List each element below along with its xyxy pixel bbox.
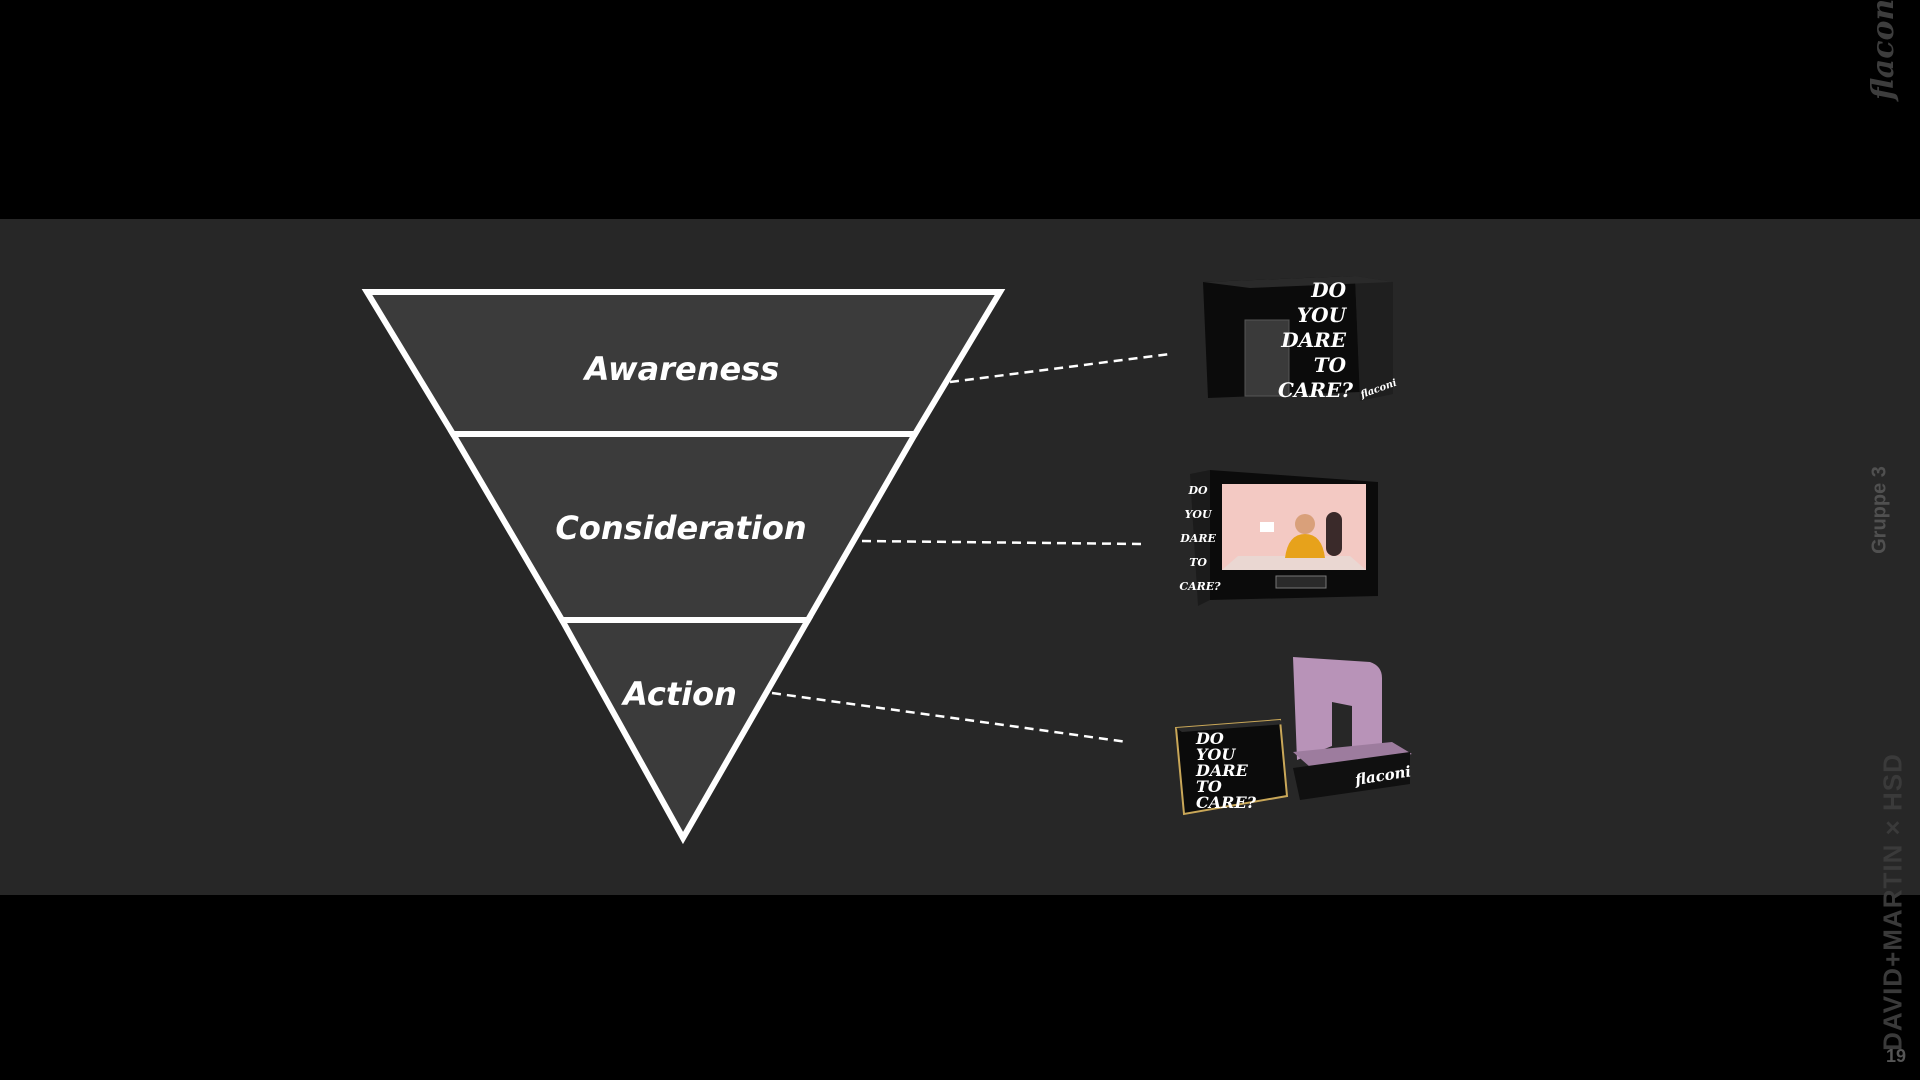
awareness-box-line-1: DO: [1310, 278, 1346, 302]
awareness-popup-box-image: DO YOU DARE TO CARE? flaconi: [1203, 276, 1399, 402]
funnel-stage-action-shape: [556, 617, 814, 845]
page-number: 19: [1886, 1046, 1907, 1066]
action-box-line-3: DARE: [1195, 761, 1249, 780]
awareness-box-line-4: TO: [1314, 353, 1347, 377]
funnel-stage-consideration-label: Consideration: [555, 509, 806, 547]
awareness-box-line-3: DARE: [1280, 328, 1346, 352]
action-box-line-2: YOU: [1196, 745, 1236, 764]
svg-text:DO YOU DARE: DO YOU DARE TO CARE?: [1195, 729, 1257, 812]
awareness-box-line-2: YOU: [1297, 303, 1348, 327]
funnel-stage-action-label: Action: [620, 675, 737, 713]
consideration-screen-box-image: DO YOU DARE TO CARE?: [1179, 470, 1378, 606]
consideration-side-line-4: TO: [1189, 556, 1207, 569]
action-packaging-image: DO YOU DARE TO CARE? flaconi: [1174, 657, 1413, 816]
consideration-side-line-5: CARE?: [1179, 580, 1221, 593]
group-label: Gruppe 3: [1868, 466, 1891, 554]
popup-door: [1244, 319, 1290, 397]
connector-action: [771, 691, 1128, 744]
connectors: [771, 352, 1171, 744]
svg-text:DO YOU DARE: DO YOU DARE TO CARE?: [1179, 484, 1221, 593]
funnel-stage-awareness-label: Awareness: [582, 350, 780, 388]
consideration-side-line-1: DO: [1188, 484, 1209, 497]
person-head: [1295, 514, 1315, 534]
mailer-lid: [1293, 657, 1382, 760]
side-brand-logo: flaconi: [1866, 0, 1901, 100]
svg-text:DO YOU DARE: DO YOU DARE TO CARE?: [1278, 278, 1353, 402]
action-box-line-4: TO: [1196, 777, 1222, 796]
awareness-box-line-5: CARE?: [1278, 378, 1353, 402]
connector-consideration: [861, 539, 1143, 546]
consideration-side-line-3: DARE: [1179, 532, 1216, 545]
action-box-line-1: DO: [1195, 729, 1224, 748]
funnel: Awareness Consideration Action: [361, 289, 1006, 845]
consideration-side-line-2: YOU: [1185, 508, 1213, 521]
connector-awareness: [949, 352, 1171, 384]
mailer-base: [1293, 752, 1410, 800]
screen-slot: [1275, 575, 1327, 589]
partner-label: DAVID+MARTIN × HSD: [1877, 753, 1908, 1051]
person-body: [1285, 534, 1325, 558]
action-box-line-5: CARE?: [1196, 793, 1257, 812]
